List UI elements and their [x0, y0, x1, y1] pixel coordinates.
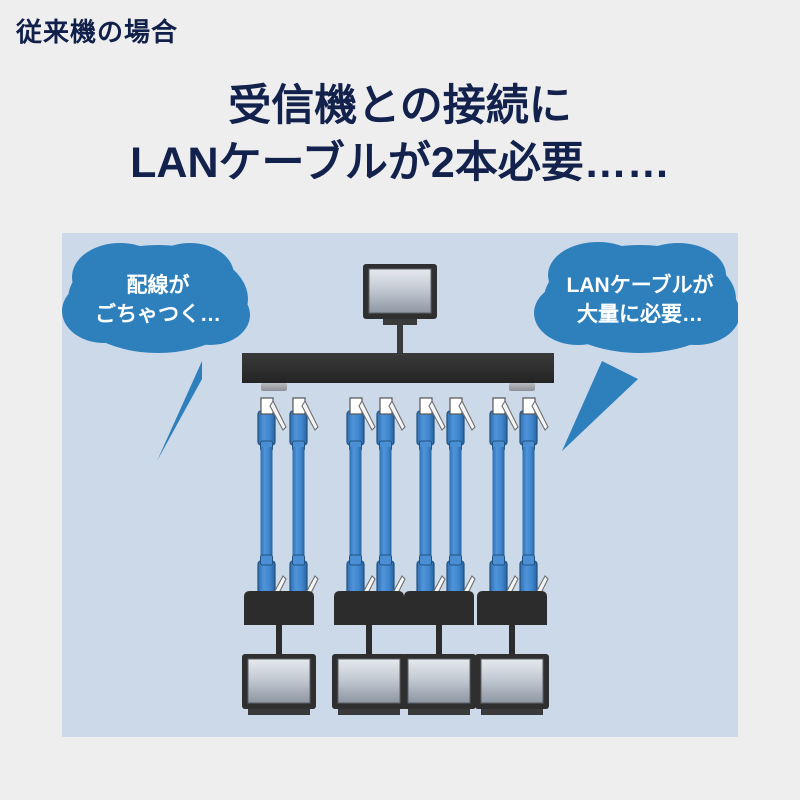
lan-cable: [376, 397, 406, 609]
transmitter-unit: [242, 353, 554, 391]
source-monitor: [363, 264, 437, 355]
receiver-unit: [404, 591, 474, 657]
display-group: [242, 654, 549, 715]
lan-cable: [257, 397, 287, 609]
display-monitor: [332, 654, 406, 715]
lan-cable: [289, 397, 319, 609]
receiver-unit: [334, 591, 404, 657]
receiver-unit: [477, 591, 547, 657]
speech-bubble-right-line-2: 大量に必要…: [577, 302, 703, 326]
lan-cable-group: [257, 397, 549, 609]
section-label: 従来機の場合: [16, 17, 179, 47]
receiver-unit: [244, 591, 314, 657]
lan-cable: [346, 397, 376, 609]
display-monitor: [242, 654, 316, 715]
speech-bubble-left-line-1: 配線が: [127, 273, 190, 297]
speech-bubble-right-line-1: LANケーブルが: [567, 273, 714, 297]
page-title-line-1: 受信機との接続に: [228, 82, 572, 130]
speech-bubble-left: 配線が ごちゃつく…: [62, 243, 250, 461]
lan-cable: [446, 397, 476, 609]
page-title-line-2: LANケーブルが2本必要……: [130, 138, 670, 187]
speech-bubble-right: LANケーブルが 大量に必要…: [534, 242, 738, 451]
lan-cable: [519, 397, 549, 609]
display-monitor: [402, 654, 476, 715]
display-monitor: [475, 654, 549, 715]
diagram-panel: 配線が ごちゃつく… LANケーブルが 大量に必要…: [62, 233, 738, 737]
receiver-group: [244, 591, 547, 657]
speech-bubble-left-line-2: ごちゃつく…: [95, 302, 221, 326]
lan-cable: [489, 397, 519, 609]
lan-cable: [416, 397, 446, 609]
page-title: 受信機との接続に LANケーブルが2本必要……: [0, 78, 800, 192]
wiring-diagram: 配線が ごちゃつく… LANケーブルが 大量に必要…: [62, 242, 738, 715]
